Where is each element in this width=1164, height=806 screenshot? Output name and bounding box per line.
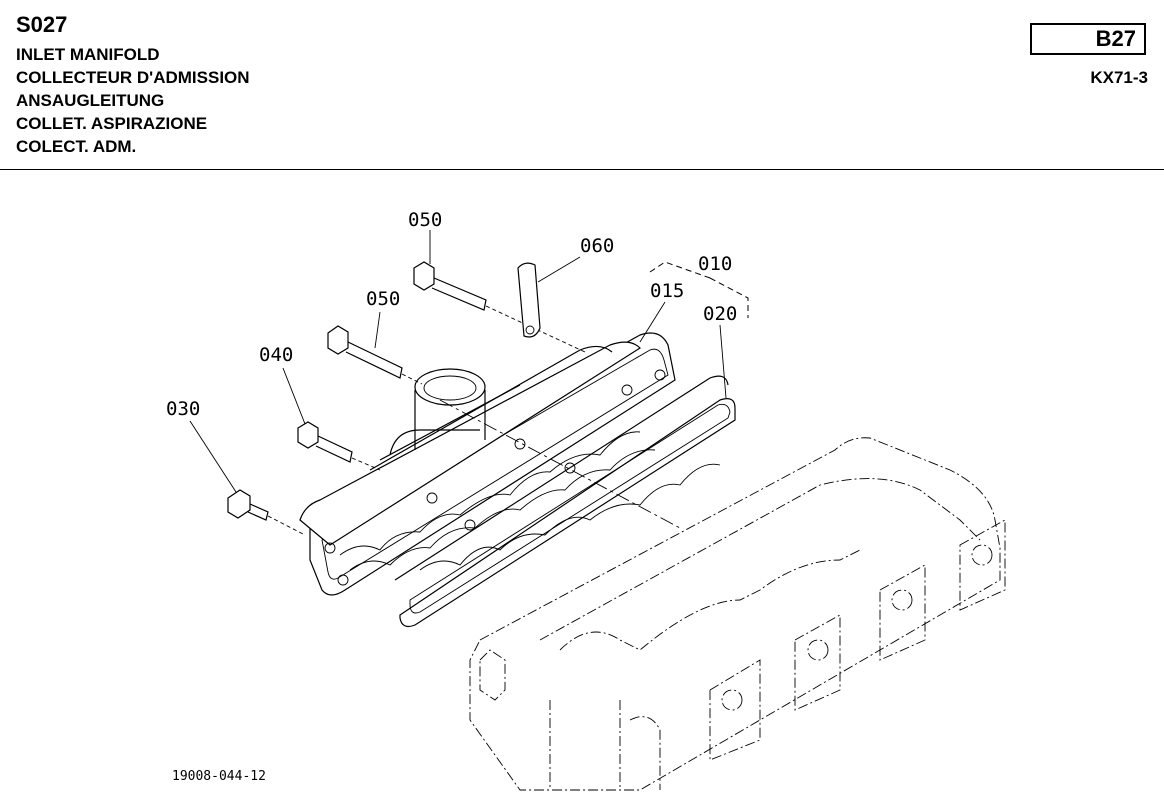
header: S027 INLET MANIFOLD COLLECTEUR D'ADMISSI… <box>0 0 1164 170</box>
title-en: INLET MANIFOLD <box>16 45 160 64</box>
title-it: COLLET. ASPIRAZIONE <box>16 114 208 133</box>
gasket-020 <box>394 375 736 628</box>
bolt-030 <box>227 489 306 536</box>
model-number: KX71-3 <box>1090 68 1148 87</box>
title-fr: COLLECTEUR D'ADMISSION <box>16 68 250 87</box>
bracket-060 <box>517 262 541 338</box>
inlet-manifold-015 <box>299 332 676 596</box>
title-list: INLET MANIFOLD COLLECTEUR D'ADMISSION AN… <box>16 43 250 158</box>
callout-030: 030 <box>166 398 200 420</box>
title-de: ANSAUGLEITUNG <box>16 91 165 110</box>
page-badge: B27 <box>1030 23 1146 55</box>
drawing-reference: 19008-044-12 <box>172 769 266 784</box>
callout-040: 040 <box>259 344 293 366</box>
section-code: S027 <box>16 12 68 37</box>
callout-050-top: 050 <box>408 209 442 231</box>
callout-010: 010 <box>698 253 732 275</box>
cylinder-head <box>469 437 1006 791</box>
callout-020: 020 <box>703 303 737 325</box>
bolt-040 <box>297 421 381 471</box>
leader-lines <box>189 230 749 493</box>
bolt-050-lower <box>327 325 423 385</box>
bolt-050-upper <box>413 261 586 353</box>
title-es: COLECT. ADM. <box>16 137 137 156</box>
callout-015: 015 <box>650 280 684 302</box>
callout-060: 060 <box>580 235 614 257</box>
center-line <box>439 399 681 529</box>
callout-050-mid: 050 <box>366 288 400 310</box>
